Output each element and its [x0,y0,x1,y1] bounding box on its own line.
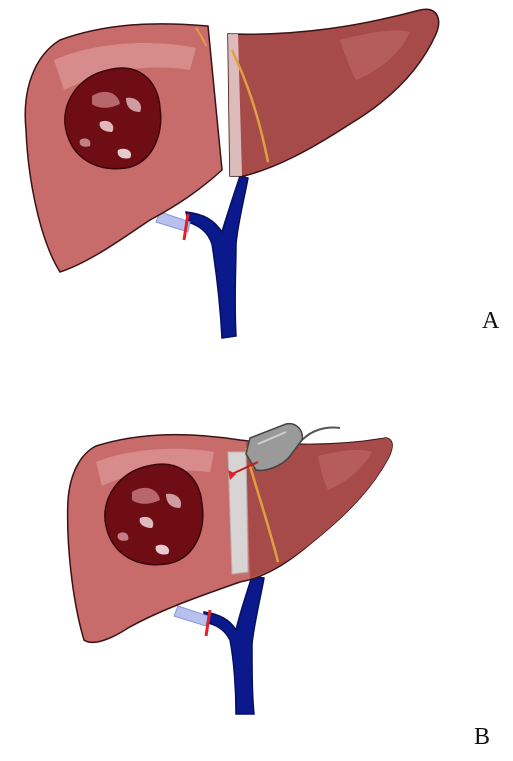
portal-vein-trunk-a [186,176,248,338]
portal-vein-trunk-b [204,576,264,714]
panel-label-b: B [474,724,490,751]
panel-b [68,424,392,714]
panel-a [25,9,438,338]
portal-branch-ligated-b [174,606,208,626]
panel-label-a: A [482,308,499,335]
ligature-mark-icon [184,214,188,240]
